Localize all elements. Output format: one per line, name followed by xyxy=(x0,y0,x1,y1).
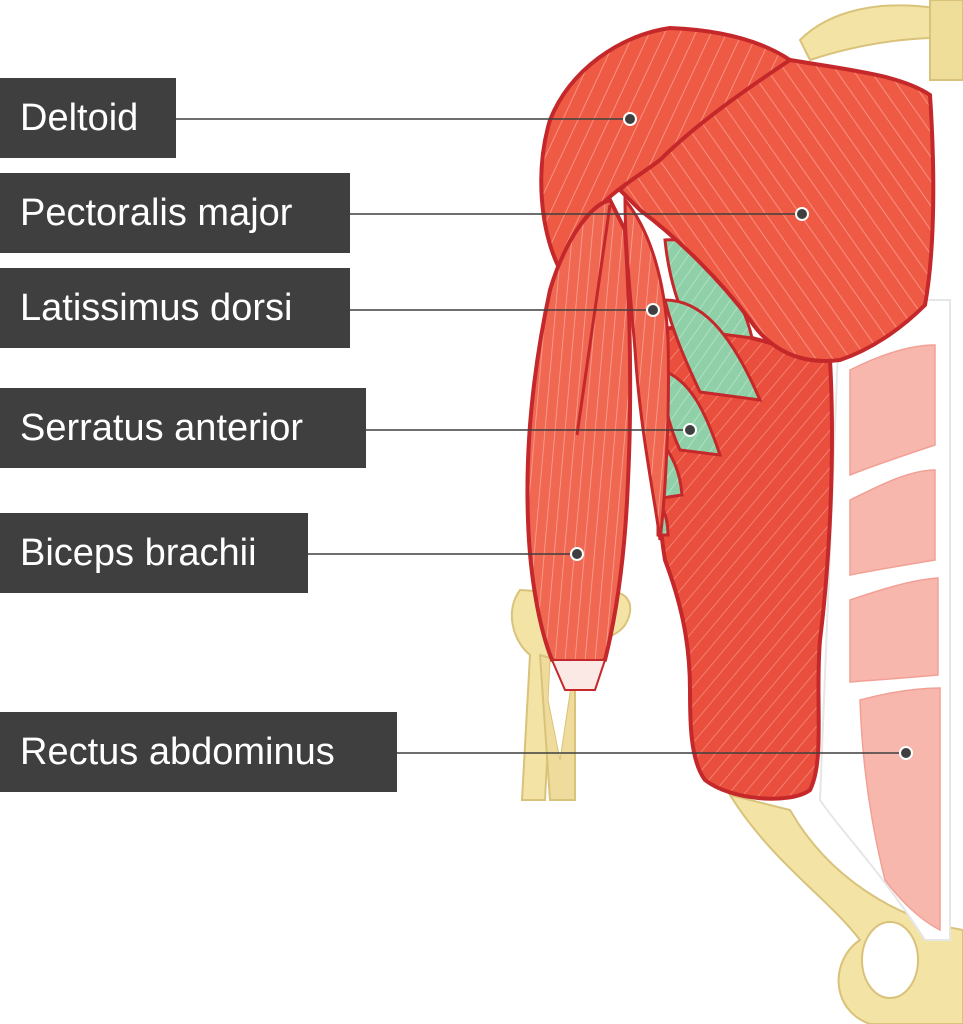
label-serratus-anterior[interactable]: Serratus anterior xyxy=(0,388,366,468)
label-latissimus-dorsi[interactable]: Latissimus dorsi xyxy=(0,268,350,348)
label-rectus-abdominus[interactable]: Rectus abdominus xyxy=(0,712,397,792)
biceps-head-divider xyxy=(575,204,612,436)
clavicle-bone xyxy=(798,0,963,81)
leader-lines xyxy=(176,118,906,754)
pointer-dot-serratus-anterior xyxy=(683,423,697,437)
label-deltoid[interactable]: Deltoid xyxy=(0,78,176,158)
pelvis-bone xyxy=(727,793,963,1024)
arm-muscle-lateral xyxy=(623,195,670,541)
pointer-dot-deltoid xyxy=(623,112,637,126)
pointer-dots xyxy=(570,112,913,760)
rectus-abdominus xyxy=(849,344,941,932)
biceps-tendon xyxy=(550,659,607,691)
pointer-dot-biceps-brachii xyxy=(570,547,584,561)
serratus-anterior-muscle xyxy=(656,238,763,537)
label-pectoralis-major[interactable]: Pectoralis major xyxy=(0,173,350,253)
pointer-dot-rectus-abdominus xyxy=(899,746,913,760)
label-biceps-brachii[interactable]: Biceps brachii xyxy=(0,513,308,593)
pointer-dot-pectoralis-major xyxy=(795,207,809,221)
deltoid-muscle xyxy=(539,25,794,275)
pointer-dot-latissimus-dorsi xyxy=(646,303,660,317)
